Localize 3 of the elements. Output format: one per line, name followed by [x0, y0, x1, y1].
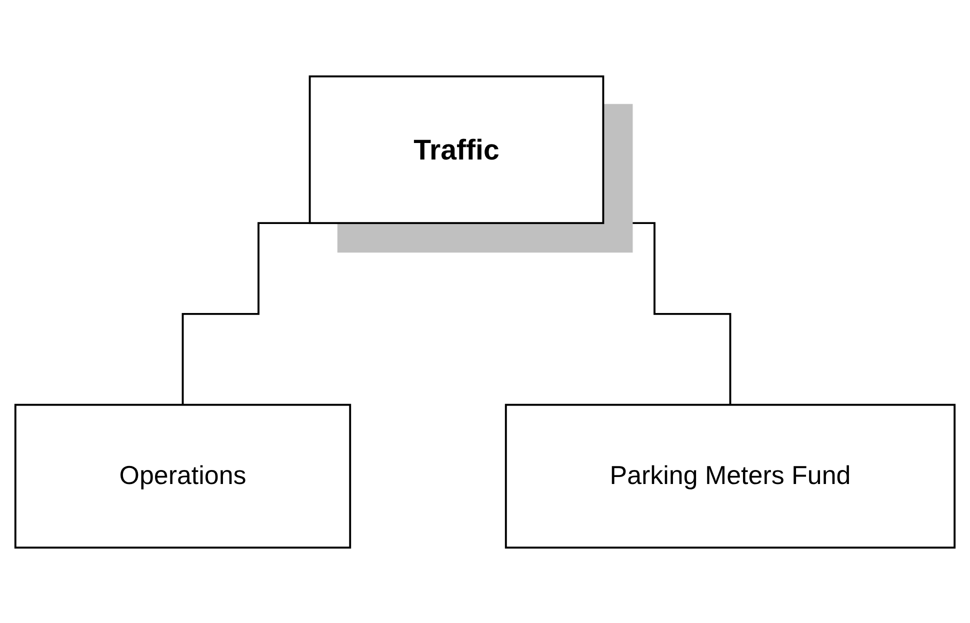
node-box: Traffic [308, 74, 604, 224]
node-box: Operations [14, 403, 352, 548]
node-box: Parking Meters Fund [504, 403, 956, 548]
